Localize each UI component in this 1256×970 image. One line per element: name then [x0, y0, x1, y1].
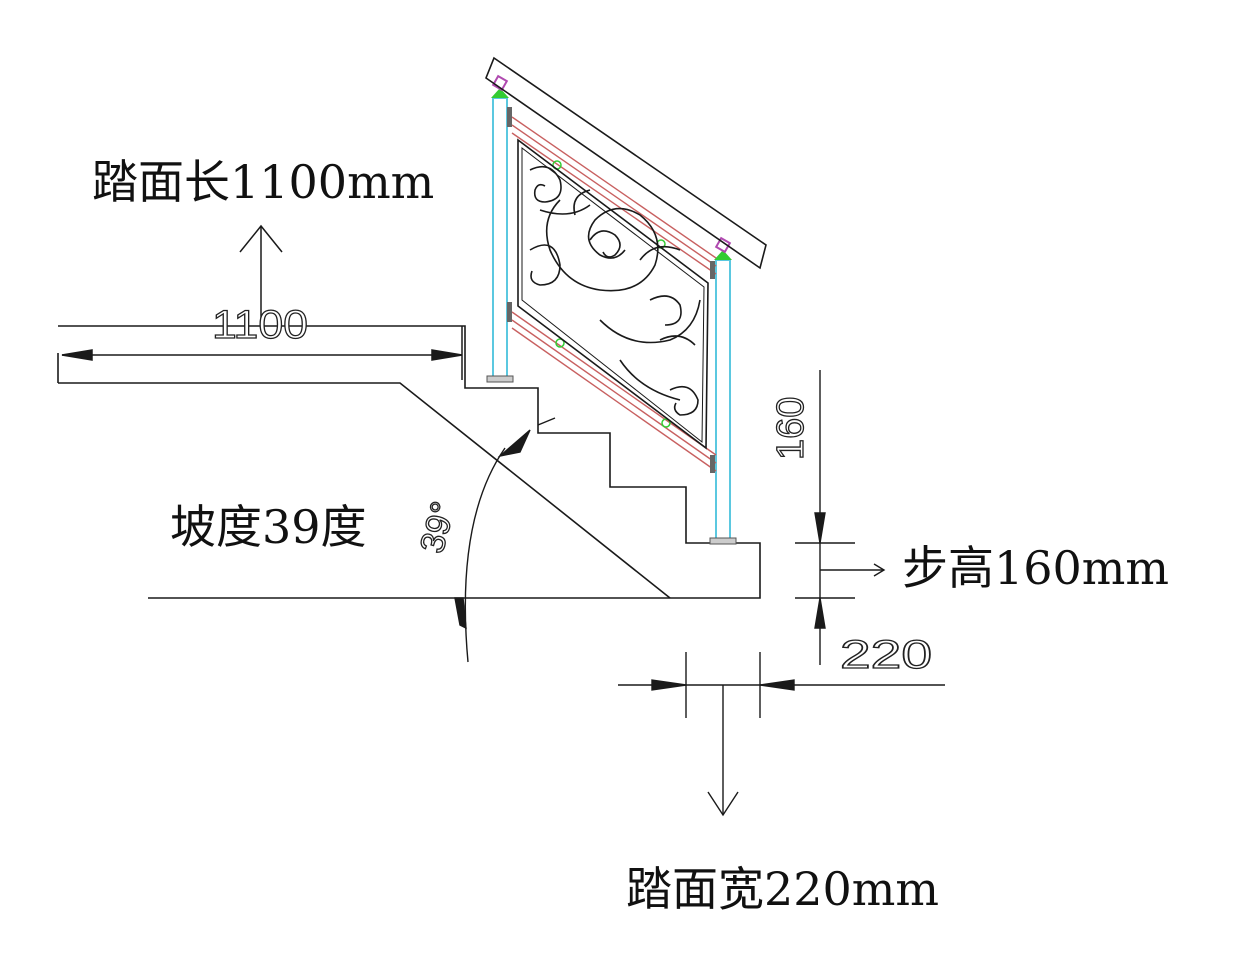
decorative-scroll-panel	[517, 138, 709, 450]
railing-posts	[486, 74, 737, 545]
angle-value: 39°	[413, 498, 463, 558]
upper-rails	[507, 107, 717, 279]
step-height-label: 步高160mm	[902, 541, 1169, 595]
slope-label: 坡度39度	[170, 500, 367, 554]
lower-rails	[507, 302, 717, 473]
slope-angle	[454, 417, 556, 663]
stair-outline	[57, 325, 761, 599]
left-post	[486, 74, 514, 383]
tread-width-dimension	[618, 652, 945, 817]
tread-length-dimension	[61, 224, 463, 380]
tread-width-dim-value: 220	[840, 633, 932, 677]
step-height-dimension	[795, 370, 886, 665]
handrail	[485, 56, 767, 270]
tread-length-dim-value: 1100	[212, 303, 308, 347]
tread-width-label: 踏面宽220mm	[626, 862, 939, 916]
right-post	[709, 236, 737, 545]
tread-length-label: 踏面长1100mm	[92, 155, 434, 209]
step-height-dim-value: 160	[770, 397, 812, 460]
